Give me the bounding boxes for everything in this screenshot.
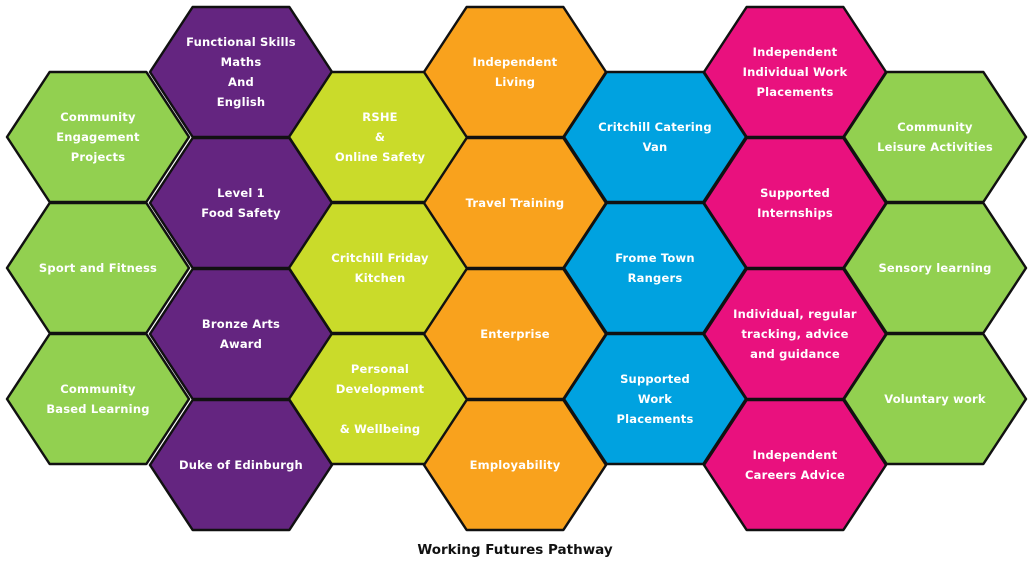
hexagon-label-line: Sensory learning bbox=[878, 261, 992, 275]
hexagon-label: Individual, regular tracking, advice and g… bbox=[732, 277, 858, 391]
hexagon-label-line: Award bbox=[219, 337, 263, 351]
hexagon-label-line: Community bbox=[897, 120, 973, 134]
hexagon-label-line: Maths bbox=[220, 55, 262, 69]
hexagon-tile: Employability bbox=[422, 398, 608, 532]
hexagon-label-line: Work bbox=[637, 392, 673, 406]
hexagon-label-line: Duke of Edinburgh bbox=[179, 458, 303, 472]
hexagon-label-line: And bbox=[228, 75, 254, 89]
hexagon-tile: Sensory learning bbox=[842, 201, 1028, 335]
hexagon-shape bbox=[5, 332, 191, 466]
hexagon-label-line: Sport and Fitness bbox=[38, 261, 158, 275]
hexagon-label: Sport and Fitness bbox=[35, 211, 161, 325]
hexagon-label-line: Functional Skills bbox=[186, 35, 296, 49]
hexagon-label-line: Rangers bbox=[627, 271, 683, 285]
hexagon-label-line: Enterprise bbox=[480, 327, 550, 341]
hexagon-label-line: Placements bbox=[756, 85, 834, 99]
hexagon-label-line: & bbox=[374, 130, 386, 144]
hexagon-label-line: Independent bbox=[752, 448, 838, 462]
hexagon-tile: Travel Training bbox=[422, 136, 608, 270]
hexagon-label-line: Van bbox=[642, 140, 668, 154]
hexagon-label-line: Voluntary work bbox=[884, 392, 986, 406]
hexagon-tile: Enterprise bbox=[422, 267, 608, 401]
hexagon-label: Travel Training bbox=[452, 146, 578, 260]
hexagon-label: Level 1 Food Safety bbox=[178, 146, 304, 260]
hexagon-label-line: Bronze Arts bbox=[201, 317, 281, 331]
hexagon-label-line: Individual Work bbox=[742, 65, 848, 79]
hexagon-label-line: RSHE bbox=[362, 110, 398, 124]
hexagon-shape bbox=[842, 332, 1028, 466]
hexagon-label-line: Placements bbox=[616, 412, 694, 426]
hexagon-label-line: Internships bbox=[757, 206, 833, 220]
hexagon-label-line: Individual, regular bbox=[733, 307, 857, 321]
hexagon-label: Voluntary work bbox=[872, 342, 998, 456]
hexagon-label-line: Community bbox=[60, 382, 136, 396]
hexagon-label-line: Frome Town bbox=[615, 251, 695, 265]
hexagon-label-line: Level 1 bbox=[217, 186, 265, 200]
hexagon-label-line: Careers Advice bbox=[745, 468, 845, 482]
hexagon-label-line: Projects bbox=[70, 150, 126, 164]
hexagon-label-line: Independent bbox=[752, 45, 838, 59]
hexagon-label-line: tracking, advice bbox=[741, 327, 849, 341]
hexagon-label-line: Development bbox=[335, 382, 425, 396]
hexagon-label: Employability bbox=[452, 408, 578, 522]
hexagon-fill bbox=[842, 332, 1028, 466]
hexagon-tile: Individual, regular tracking, advice and g… bbox=[702, 267, 888, 401]
hexagon-label-line: Supported bbox=[760, 186, 830, 200]
hexagon-label: Duke of Edinburgh bbox=[178, 408, 304, 522]
hexagon-label-line: Employability bbox=[469, 458, 561, 472]
hexagon-label-line: Living bbox=[494, 75, 536, 89]
hexagon-label-line: Kitchen bbox=[354, 271, 406, 285]
diagram-caption: Working Futures Pathway bbox=[417, 542, 613, 558]
hexagon-label-line: English bbox=[216, 95, 266, 109]
hexagon-label-line: Independent bbox=[472, 55, 558, 69]
hexagon-label-line: Personal bbox=[350, 362, 410, 376]
hexagon-label-line: Leisure Activities bbox=[877, 140, 993, 154]
hexagon-label-line: & Wellbeing bbox=[339, 422, 421, 436]
hexagon-label-line: Supported bbox=[620, 372, 690, 386]
hexagon-label-line: Based Learning bbox=[46, 402, 150, 416]
hexagon-label-line: Community bbox=[60, 110, 136, 124]
hexagon-label: RSHE & Online Safety bbox=[317, 80, 443, 194]
hexagon-tile: Voluntary work bbox=[842, 332, 1028, 466]
hexagon-label-line: Critchill Friday bbox=[331, 251, 429, 265]
hexagon-label-line: Critchill Catering bbox=[598, 120, 712, 134]
hexagon-label-line: Travel Training bbox=[465, 196, 565, 210]
hexagon-fill bbox=[5, 332, 191, 466]
hexagon-label-line: and guidance bbox=[750, 347, 840, 361]
hexagon-label: Enterprise bbox=[452, 277, 578, 391]
hexagon-label: Sensory learning bbox=[872, 211, 998, 325]
hexagon-label-line: Food Safety bbox=[201, 206, 281, 220]
hexagon-label-line: Online Safety bbox=[334, 150, 426, 164]
hexagon-label-line: Engagement bbox=[56, 130, 140, 144]
